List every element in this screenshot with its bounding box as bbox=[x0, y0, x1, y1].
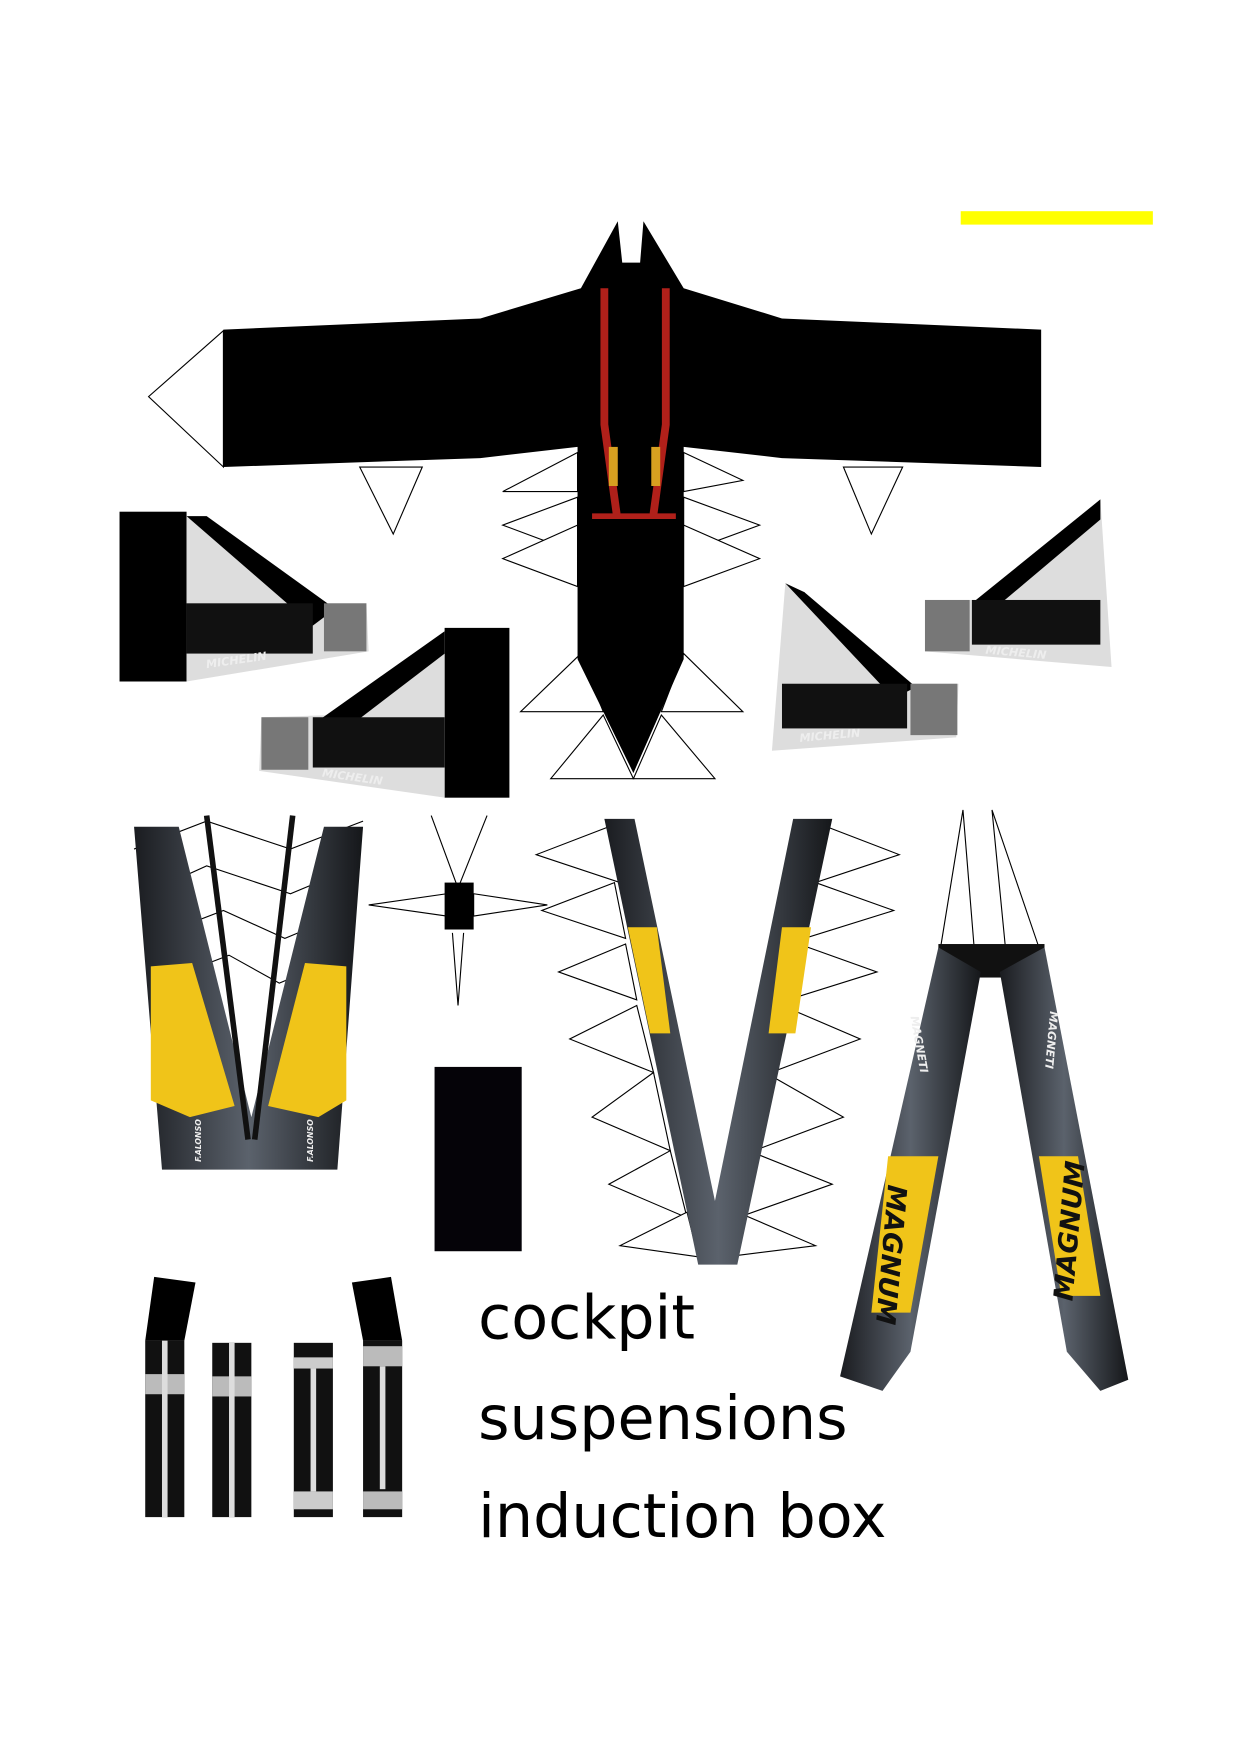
v-suspension-piece bbox=[534, 818, 901, 1265]
cockpit-piece bbox=[147, 221, 1042, 780]
label-suspensions: suspensions bbox=[478, 1384, 847, 1454]
svg-text:MICHELIN: MICHELIN bbox=[985, 644, 1048, 662]
suspension-piece-2: MICHELIN bbox=[259, 627, 510, 798]
label-induction-box: induction box bbox=[478, 1482, 886, 1552]
legs-piece: MAGNUM MAGNUM MAGNETI MAGNETI bbox=[840, 809, 1129, 1391]
cockpit-side-panel: F.ALONSO F.ALONSO bbox=[133, 815, 364, 1170]
suspension-piece-1: MICHELIN bbox=[119, 511, 369, 682]
svg-text:MAGNETI: MAGNETI bbox=[1042, 1011, 1060, 1070]
strut-pieces bbox=[145, 1276, 403, 1518]
suspension-piece-4: MICHELIN bbox=[924, 499, 1112, 667]
yellow-marker-bar bbox=[960, 211, 1153, 225]
suspension-piece-3: MICHELIN bbox=[771, 583, 959, 751]
svg-text:MICHELIN: MICHELIN bbox=[799, 726, 862, 744]
svg-text:F.ALONSO: F.ALONSO bbox=[194, 1119, 203, 1162]
induction-box-panel bbox=[434, 1066, 522, 1252]
label-cockpit: cockpit bbox=[478, 1283, 695, 1353]
small-cross-piece bbox=[368, 815, 548, 1006]
svg-text:F.ALONSO: F.ALONSO bbox=[306, 1119, 315, 1162]
